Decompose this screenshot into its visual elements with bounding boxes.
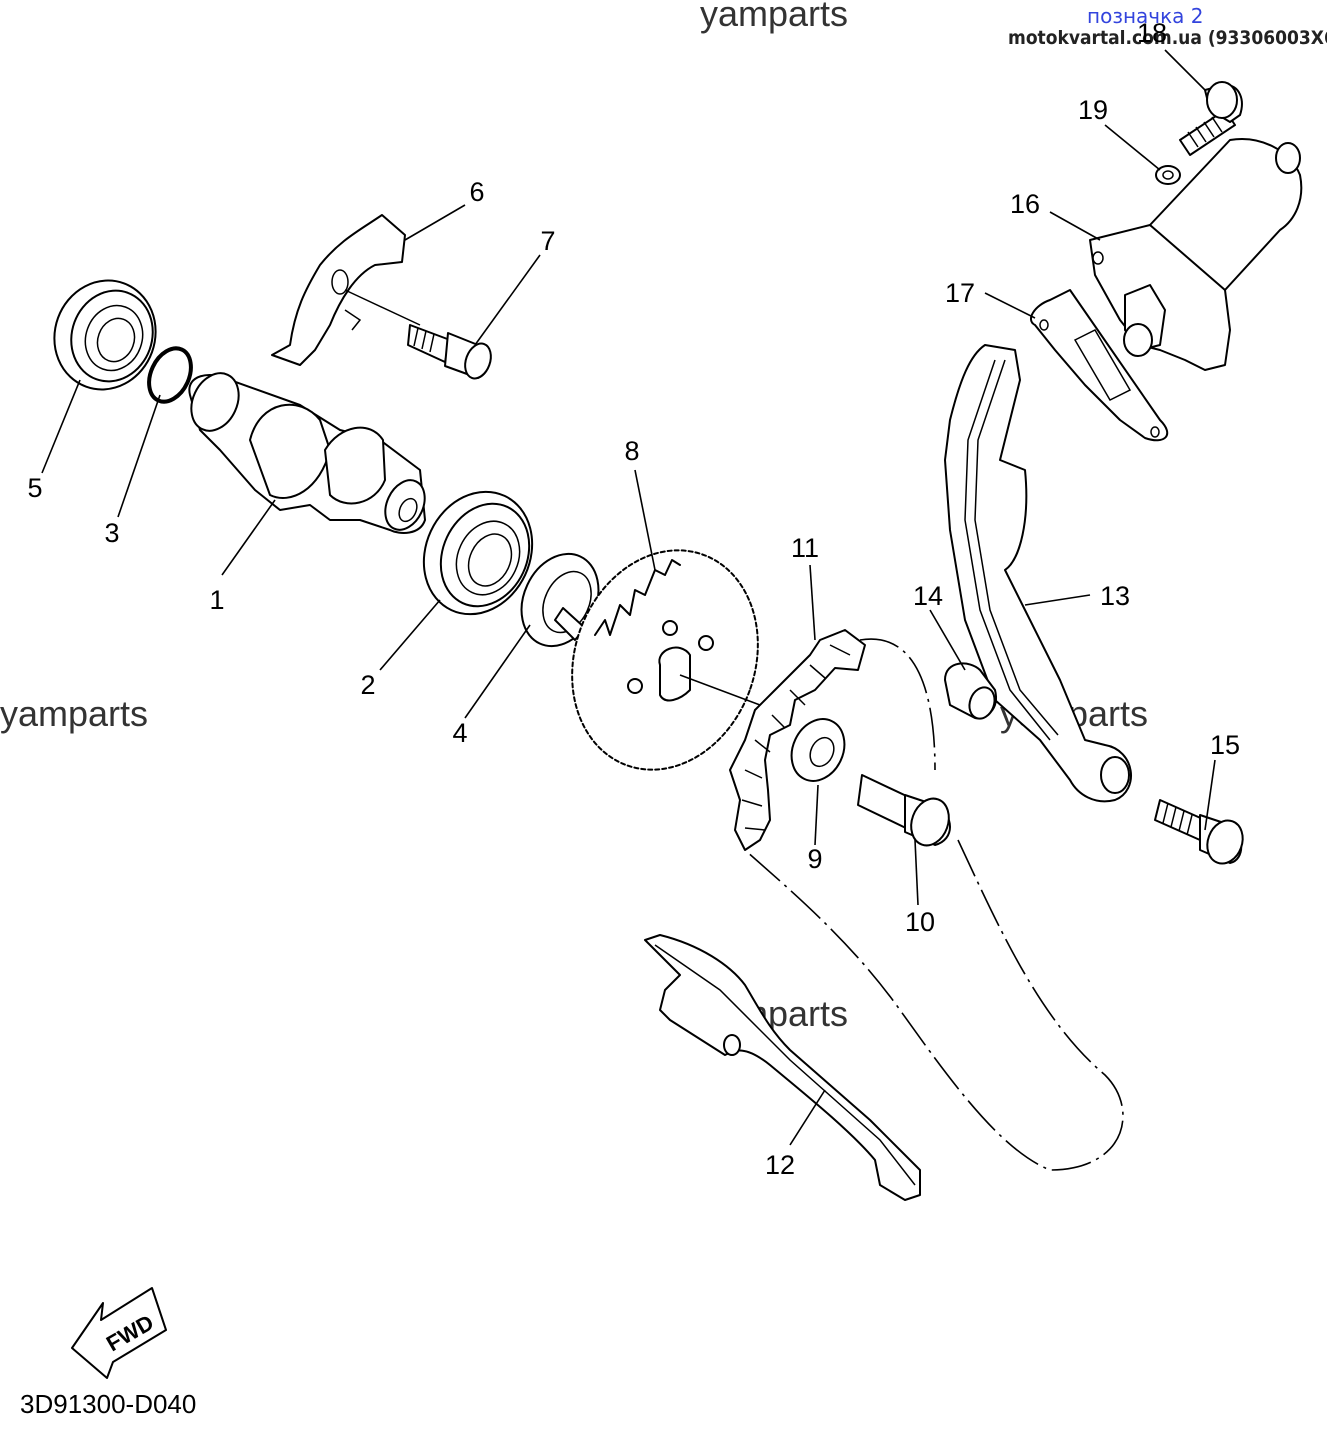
callout-2: 2	[360, 670, 375, 700]
camshaft	[188, 372, 426, 534]
callout-7: 7	[540, 226, 555, 256]
callout-9: 9	[807, 844, 822, 874]
callout-8: 8	[624, 436, 639, 466]
chain-tensioner	[1089, 138, 1303, 371]
callout-14: 14	[913, 581, 943, 611]
callout-numbers: 1 2 3 4 5 6 7 8 9 10 11 12 13 14 15 16 1…	[27, 18, 1240, 1180]
callout-17: 17	[945, 278, 975, 308]
callout-13: 13	[1100, 581, 1130, 611]
washer-9	[790, 718, 846, 782]
gasket	[1030, 289, 1169, 442]
collar-14	[944, 662, 997, 720]
bearing-left	[53, 279, 157, 391]
callout-11: 11	[791, 533, 819, 563]
chain-guide	[644, 934, 921, 1201]
bearing-right	[422, 490, 534, 616]
callout-4: 4	[452, 718, 467, 748]
cam-retainer-bracket	[271, 214, 421, 366]
callout-18: 18	[1137, 18, 1167, 48]
callout-15: 15	[1210, 730, 1240, 760]
watermark-top: yamparts	[700, 0, 848, 34]
callout-10: 10	[905, 907, 935, 937]
site-label: позначка 2	[1087, 4, 1204, 28]
callout-19: 19	[1078, 95, 1108, 125]
cam-chain-path	[744, 638, 1124, 1171]
bolt-7	[407, 324, 492, 380]
callout-1: 1	[209, 585, 224, 615]
bolt-18	[1179, 81, 1243, 156]
callout-16: 16	[1010, 189, 1040, 219]
leader-lines	[41, 49, 1216, 1146]
watermark-left: yamparts	[0, 693, 148, 734]
washer-19	[1155, 165, 1181, 185]
diagram-code: 3D91300-D040	[20, 1389, 196, 1419]
callout-3: 3	[104, 518, 119, 548]
camshaft-sprocket	[571, 549, 761, 771]
bolt-15	[1154, 799, 1244, 865]
callout-6: 6	[469, 177, 484, 207]
callout-12: 12	[765, 1150, 795, 1180]
fwd-arrow-icon: FWD	[71, 1287, 167, 1379]
cam-chain	[729, 629, 866, 851]
callout-5: 5	[27, 473, 42, 503]
bolt-10	[857, 774, 951, 847]
site-line: motokvartal.com.ua (93306003X600)	[1008, 27, 1327, 49]
